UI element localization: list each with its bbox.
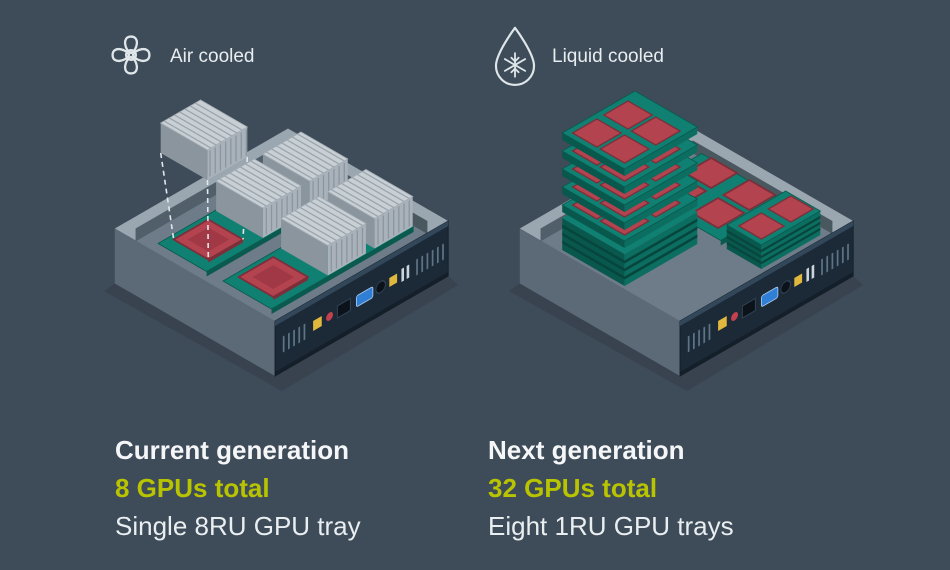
left-text-block: Current generation 8 GPUs total Single 8…: [115, 435, 361, 542]
vga-port-icon: [760, 286, 779, 307]
heatsink: [215, 158, 302, 238]
pcb-edge: [271, 227, 414, 314]
round-port-icon: [375, 280, 386, 294]
chassis-front-panel: [679, 220, 854, 377]
chassis-front-panel: [274, 220, 449, 377]
right-description: Eight 1RU GPU trays: [488, 511, 734, 541]
droplet-snowflake-icon: [486, 22, 544, 88]
chassis-left-side: [519, 228, 680, 376]
right-text-block: Next generation 32 GPUs total Eight 1RU …: [488, 435, 734, 542]
tray-stack-small: [725, 190, 822, 269]
vent-ticks-icon: [282, 323, 306, 353]
gpu-dies: [171, 218, 310, 298]
left-gpu-total: 8 GPUs total: [115, 473, 270, 503]
gpu-tray: [561, 90, 699, 176]
red-led-icon: [326, 312, 334, 321]
gpu-die-edge: [273, 277, 308, 300]
heatsink: [280, 196, 367, 276]
fan-icon-svg: [111, 35, 151, 75]
yellow-port-icon: [794, 273, 803, 287]
vent-ticks-icon: [821, 243, 849, 276]
vga-port-icon: [355, 286, 374, 307]
chassis-left-side: [114, 228, 275, 376]
left-title: Current generation: [115, 435, 350, 465]
vent-ticks-icon: [416, 243, 444, 276]
air-cooled-label: Air cooled: [170, 46, 255, 67]
right-title: Next generation: [488, 435, 685, 465]
io-port-icon: [336, 297, 351, 319]
left-description: Single 8RU GPU tray: [115, 511, 361, 541]
droplet-snowflake-icon-svg: [494, 26, 536, 86]
liquid-cooled-server-illustration: [509, 90, 863, 391]
gpu-die-edge: [208, 239, 243, 263]
yellow-port-icon: [313, 316, 322, 331]
right-gpu-total: 32 GPUs total: [488, 473, 658, 503]
floating-heatsink: [159, 99, 249, 180]
vent-ticks-icon: [687, 323, 711, 353]
io-port-icon: [741, 297, 756, 319]
air-cooled-server-illustration: [104, 99, 458, 391]
round-port-icon: [780, 280, 791, 294]
yellow-port-icon: [389, 273, 398, 287]
liquid-cooled-label: Liquid cooled: [552, 46, 664, 67]
fan-icon: [100, 24, 162, 86]
red-led-icon: [731, 312, 739, 321]
